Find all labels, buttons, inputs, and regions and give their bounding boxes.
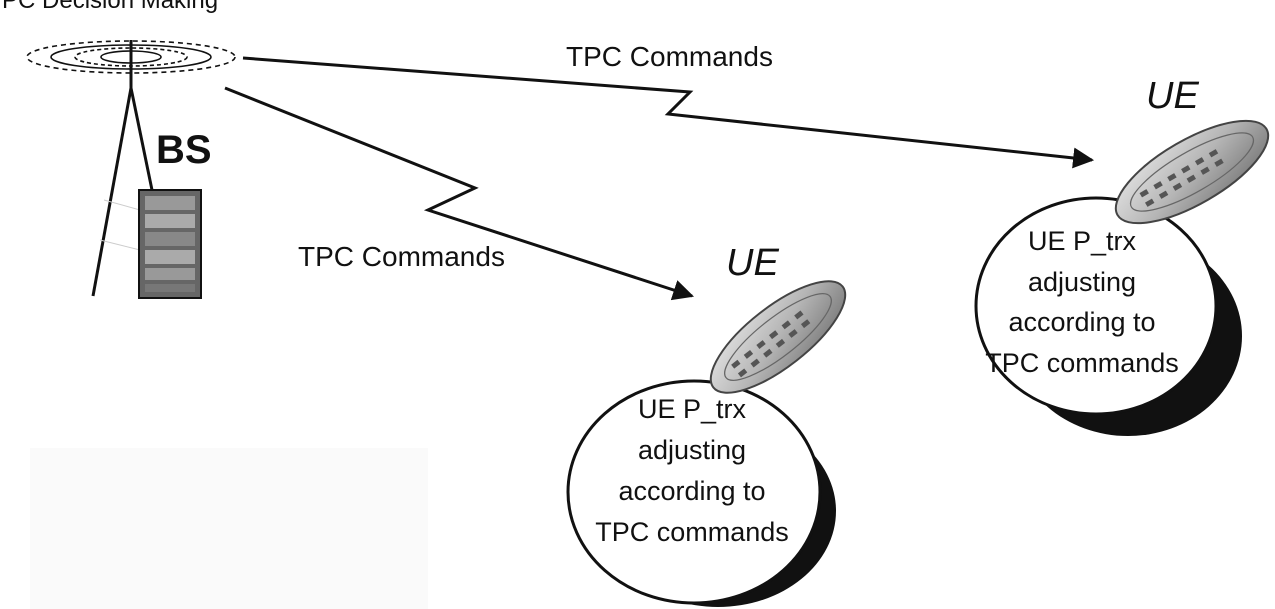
ue-label-right: UE (1146, 75, 1199, 117)
svg-text:TPC commands: TPC commands (985, 348, 1179, 378)
faded-background-panel (30, 448, 428, 609)
svg-text:according to: according to (1008, 307, 1155, 337)
ue-bubble-right (974, 196, 1242, 436)
base-station-tower-icon (91, 40, 154, 297)
ue-label-middle: UE (726, 242, 779, 284)
server-rack-icon (138, 189, 202, 299)
mobile-phone-icon (709, 280, 847, 394)
ue-bubble-middle-text: UE P_trx adjusting according to TPC comm… (595, 394, 789, 547)
mobile-phone-icon (1114, 119, 1270, 225)
svg-text:TPC commands: TPC commands (595, 517, 789, 547)
ue-bubble-middle (566, 379, 836, 607)
svg-text:UE P_trx: UE P_trx (1028, 226, 1137, 256)
tpc-link-left (224, 86, 694, 301)
svg-text:adjusting: adjusting (1028, 267, 1136, 297)
diagram-header: PC Decision Making (2, 0, 218, 14)
tpc-link-left-label: TPC Commands (298, 241, 505, 272)
svg-text:adjusting: adjusting (638, 435, 746, 465)
tpc-link-right-label: TPC Commands (566, 41, 773, 72)
svg-text:according to: according to (618, 476, 765, 506)
svg-text:UE P_trx: UE P_trx (638, 394, 747, 424)
base-station-label: BS (156, 128, 212, 172)
ue-bubble-right-text: UE P_trx adjusting according to TPC comm… (985, 226, 1179, 378)
tpc-link-right (242, 56, 1095, 169)
